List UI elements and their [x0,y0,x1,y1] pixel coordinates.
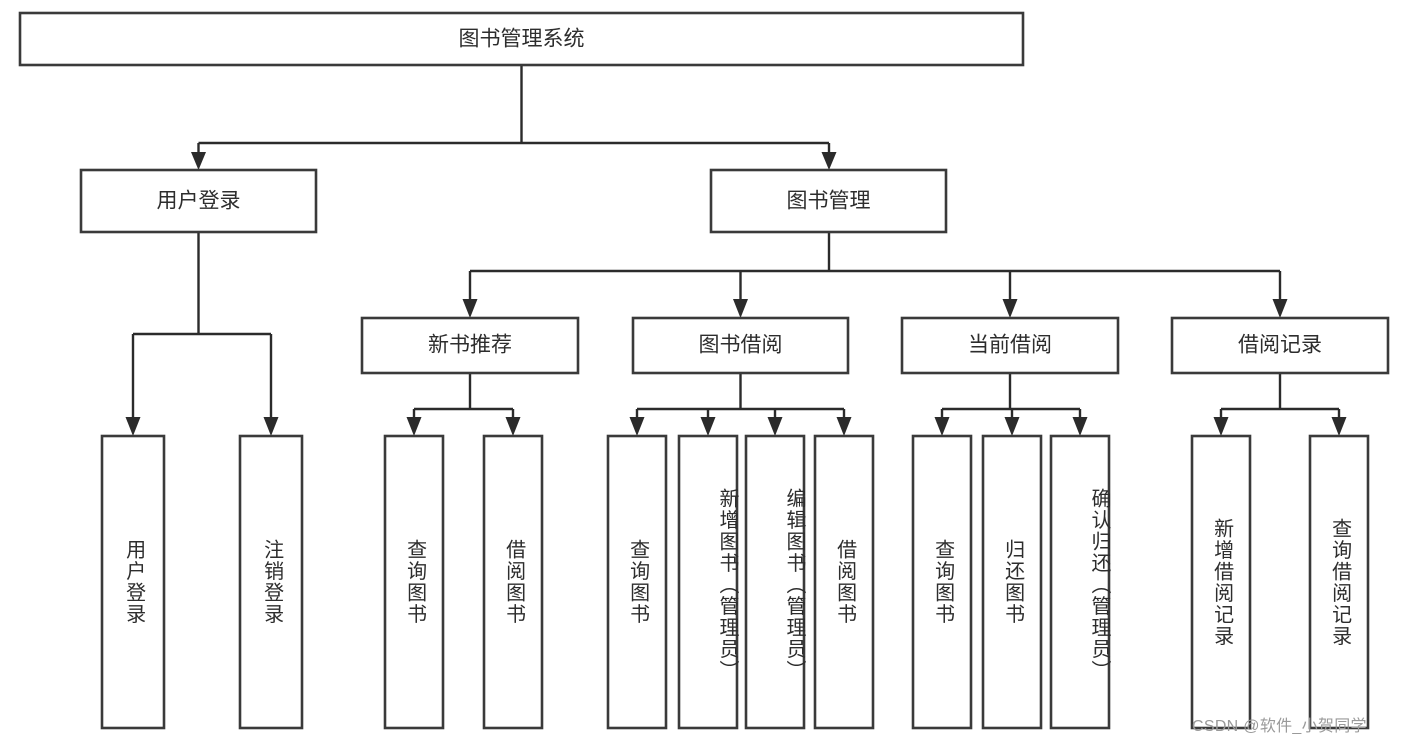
node-borrow-record-rect[interactable] [1170,316,1390,375]
node-current-borrow[interactable]: 当前借阅 [900,316,1120,375]
arrowhead-leaf-return-book [1004,417,1020,436]
node-book-management[interactable]: 图书管理 [709,168,948,234]
connector-borrowrecord-to-leaves [1213,373,1347,436]
connector-bookborrow-to-leaves [629,373,852,436]
node-leaf-borrow-book-2-rect[interactable] [813,434,875,730]
arrowhead-current-borrow [1002,299,1018,318]
arrowhead-leaf-confirm-return [1072,417,1088,436]
arrowhead-book-borrow [733,299,748,318]
arrowhead-leaf-edit-book [767,417,783,436]
node-book-borrow[interactable]: 图书借阅 [631,316,850,375]
arrowhead-leaf-query-book-1 [406,417,422,436]
node-leaf-query-record-rect[interactable] [1308,434,1370,730]
connector-userlogin-to-leaves [125,232,279,436]
connector-bookmanagement-to-level3 [462,232,1288,318]
node-current-borrow-rect[interactable] [900,316,1120,375]
csdn-watermark: CSDN @软件_小贺同学 [1192,718,1367,735]
node-leaf-query-book-2-rect[interactable] [606,434,668,730]
arrowhead-leaf-query-book-3 [934,417,950,436]
node-user-login-label: 用户登录 [157,190,241,213]
arrowhead-leaf-user-login [125,417,141,436]
node-borrow-record[interactable]: 借阅记录 [1170,316,1390,375]
node-leaf-return-book-rect[interactable] [981,434,1043,730]
node-book-borrow-rect[interactable] [631,316,850,375]
node-book-management-rect[interactable] [709,168,948,234]
arrowhead-leaf-add-book [700,417,716,436]
node-borrow-record-label: 借阅记录 [1238,334,1322,357]
node-book-management-label: 图书管理 [787,190,871,213]
node-new-book-recommend[interactable]: 新书推荐 [360,316,580,375]
arrowhead-leaf-query-record [1331,417,1347,436]
node-root-label: 图书管理系统 [459,28,585,51]
node-book-borrow-label: 图书借阅 [699,334,783,357]
connector-root-to-level2 [191,65,837,170]
node-root[interactable]: 图书管理系统 [18,11,1025,67]
arrowhead-borrow-record [1272,299,1288,318]
node-user-login-rect[interactable] [79,168,318,234]
node-leaf-add-record-rect[interactable] [1190,434,1252,730]
arrowhead-user-login [191,152,206,170]
arrowhead-book-management [821,152,837,170]
arrowhead-new-book-recommend [462,299,478,318]
arrowhead-leaf-add-record [1213,417,1229,436]
connector-newbook-to-leaves [406,373,521,436]
node-leaf-borrow-book-1-rect[interactable] [482,434,544,730]
node-leaf-query-book-1-rect[interactable] [383,434,445,730]
node-new-book-recommend-label: 新书推荐 [428,334,512,357]
arrowhead-leaf-logout [263,417,279,436]
node-user-login[interactable]: 用户登录 [79,168,318,234]
node-leaf-confirm-return-rect[interactable] [1049,434,1111,730]
node-leaf-user-login-rect[interactable] [100,434,166,730]
node-root-rect[interactable] [18,11,1025,67]
node-leaf-edit-book-rect[interactable] [744,434,806,730]
node-current-borrow-label: 当前借阅 [968,334,1052,357]
arrowhead-leaf-query-book-2 [629,417,645,436]
arrowhead-leaf-borrow-book-2 [836,417,852,436]
arrowhead-leaf-borrow-book-1 [505,417,521,436]
node-new-book-recommend-rect[interactable] [360,316,580,375]
connector-currentborrow-to-leaves [934,373,1088,436]
node-leaf-logout-rect[interactable] [238,434,304,730]
node-leaf-add-book-rect[interactable] [677,434,739,730]
node-leaf-query-book-3-rect[interactable] [911,434,973,730]
